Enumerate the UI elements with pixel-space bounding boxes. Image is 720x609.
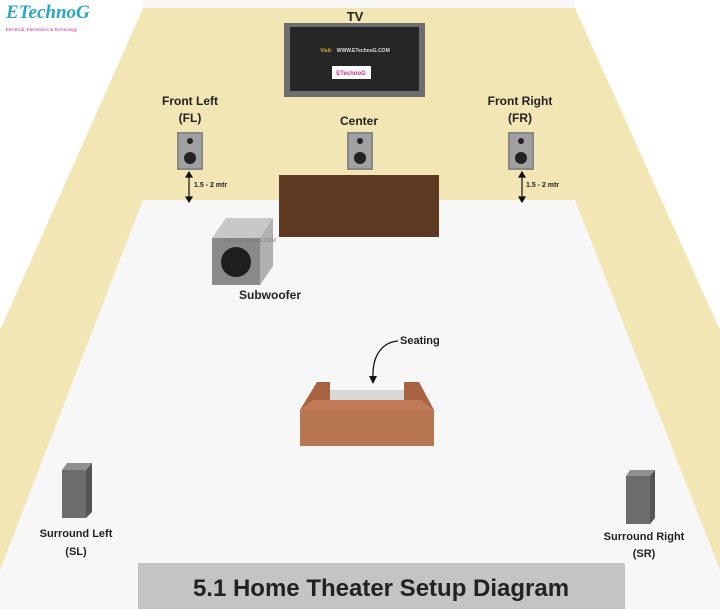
subwoofer-label: Subwoofer xyxy=(239,288,301,302)
logo-tagline: Electrical, Electronics & Technology xyxy=(6,27,78,32)
surround-right-speaker xyxy=(626,470,655,524)
front-right-speaker xyxy=(508,132,534,170)
tv-screen-prefix: Visit: xyxy=(320,48,332,54)
subwoofer-watermark: WWW.ETechnoG.COM xyxy=(224,238,276,244)
tv-label: TV xyxy=(347,9,364,24)
surround-right-sub: (SR) xyxy=(633,548,656,560)
outside-left xyxy=(0,0,143,330)
surround-left-label: Surround Left xyxy=(40,528,113,540)
tv-stand xyxy=(279,175,439,237)
right-distance-arrow-icon xyxy=(517,170,527,204)
front-left-speaker xyxy=(177,132,203,170)
subwoofer xyxy=(212,218,273,285)
seating-arrowhead-icon xyxy=(369,376,377,384)
diagram-title: 5.1 Home Theater Setup Diagram xyxy=(193,575,569,602)
right-distance-label: 1.5 - 2 mtr xyxy=(526,182,559,189)
front-right-label: Front Right xyxy=(488,94,553,108)
front-left-label: Front Left xyxy=(162,94,218,108)
logo: ETechnoG xyxy=(5,2,90,23)
right-wall xyxy=(575,8,720,570)
outside-right xyxy=(575,0,720,330)
surround-left-sub: (SL) xyxy=(65,546,87,558)
center-label: Center xyxy=(340,114,378,128)
tv-screen-logo-bg xyxy=(332,66,371,79)
left-wall xyxy=(0,8,143,570)
tv-screen xyxy=(290,27,419,91)
left-distance-arrow-icon xyxy=(184,170,194,204)
seating-label: Seating xyxy=(400,335,440,347)
seating-arrow-icon xyxy=(372,340,399,379)
tv-screen-text: WWW.ETechnoG.COM xyxy=(337,48,390,54)
front-right-sub: (FR) xyxy=(508,111,532,125)
left-distance-label: 1.5 - 2 mtr xyxy=(194,182,227,189)
surround-right-label: Surround Right xyxy=(604,531,685,543)
seating xyxy=(300,382,434,446)
center-speaker xyxy=(347,132,373,170)
tv-screen-line: Visit: WWW.ETechnoG.COM xyxy=(320,48,390,54)
title-bar xyxy=(138,563,625,609)
tv-screen-logo: ETechnoG xyxy=(336,71,366,77)
front-left-sub: (FL) xyxy=(179,111,202,125)
surround-left-speaker xyxy=(62,463,92,518)
